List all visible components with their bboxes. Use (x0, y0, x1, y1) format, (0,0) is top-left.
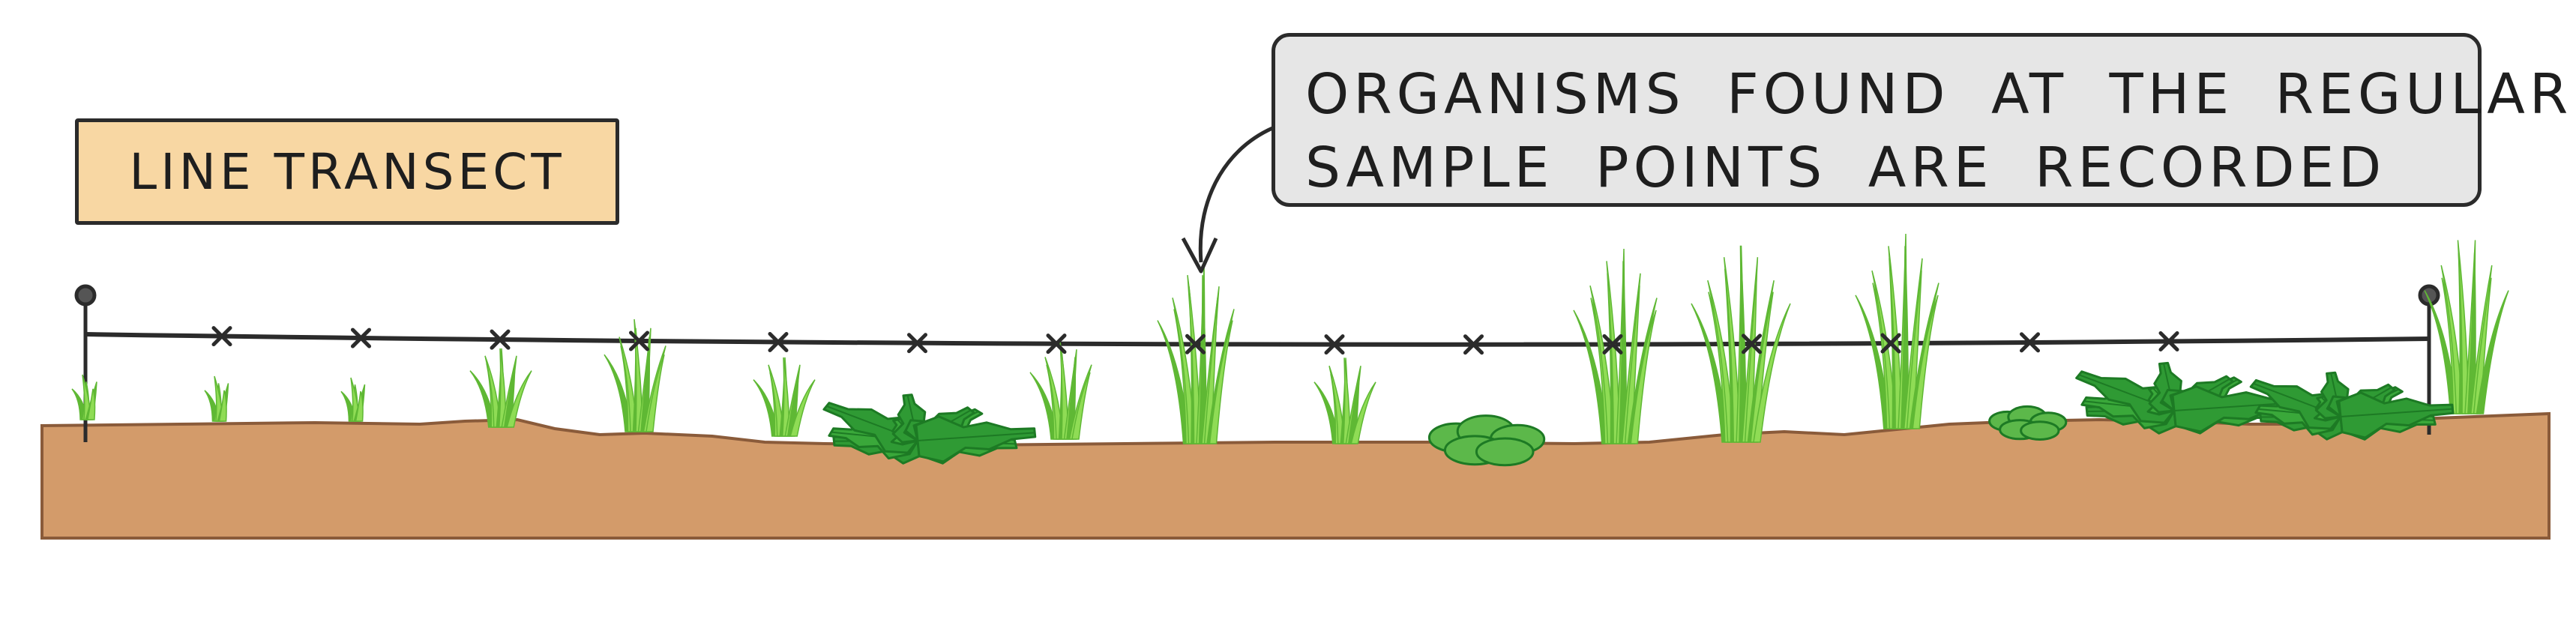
grass-tuft (340, 377, 366, 422)
grass-tuft (204, 375, 229, 422)
callout-line-2: SAMPLE POINTS ARE RECORDED (1305, 136, 2386, 200)
soil-ground (40, 411, 2551, 540)
weed-rosette (822, 393, 1037, 465)
line-transect-label: LINE TRANSECT (75, 118, 619, 225)
grass-tuft (2424, 240, 2509, 414)
sample-point-mark (768, 332, 789, 353)
line-transect-label-text: LINE TRANSECT (129, 142, 565, 201)
clover-clump (1988, 405, 2068, 441)
grass-tuft (469, 348, 532, 428)
sample-point-mark (490, 329, 511, 350)
sample-point-mark (1463, 334, 1484, 355)
grass-tuft (1313, 357, 1376, 444)
grass-tuft (1855, 233, 1939, 429)
sample-point-mark (1324, 334, 1345, 355)
sample-point-mark (1880, 333, 1901, 354)
weed-rosette (2249, 371, 2455, 441)
transect-line (85, 332, 2430, 347)
grass-tuft (1029, 341, 1092, 440)
sample-point-mark (1742, 333, 1762, 354)
sample-point-mark (2158, 330, 2179, 351)
weed-rosette (2075, 361, 2299, 435)
sample-point-mark (351, 327, 371, 348)
callout-box: ORGANISMS FOUND AT THE REGULAR SAMPLE PO… (1272, 33, 2573, 207)
grass-tuft (1573, 248, 1658, 444)
grass-tuft (1157, 263, 1235, 444)
sample-point-mark (1602, 333, 1623, 354)
clover-clump (1427, 414, 1546, 467)
sample-point-mark (907, 333, 927, 354)
sample-point-mark (211, 326, 232, 347)
grass-tuft (753, 357, 816, 437)
sample-point-mark (2020, 332, 2040, 353)
sample-point-mark (1185, 333, 1206, 354)
callout-line-1: ORGANISMS FOUND AT THE REGULAR (1305, 62, 2573, 127)
grass-tuft (71, 374, 97, 420)
sample-point-mark (1046, 333, 1067, 354)
grass-tuft (1691, 245, 1791, 443)
grass-tuft (604, 318, 666, 432)
sample-point-mark (629, 330, 649, 351)
